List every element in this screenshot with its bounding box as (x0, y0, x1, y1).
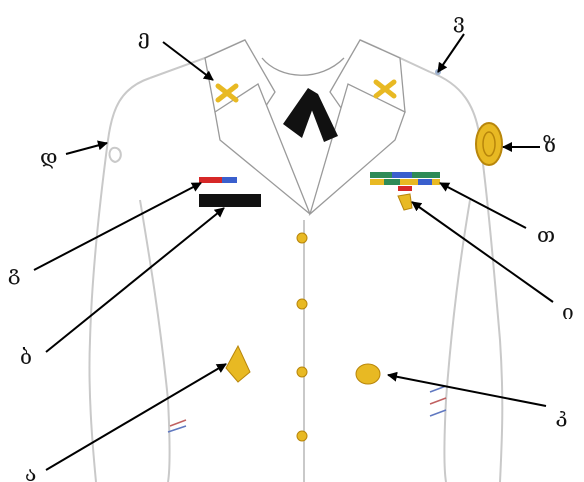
label-left-pocket: ა (25, 462, 36, 482)
label-top-left: ე (138, 25, 150, 49)
arrow-right-ribbons (439, 182, 527, 229)
arrow-left-pocket (45, 363, 227, 471)
label-top-right: ვ (453, 9, 465, 33)
left-sleeve-button (108, 146, 122, 164)
arrow-top-left (162, 41, 214, 81)
arrow-right-pocket (387, 371, 547, 407)
right-collar-insignia (373, 79, 397, 99)
sleeve-stripes (167, 385, 447, 433)
label-left-ribbon: გ (8, 261, 20, 285)
left-pocket-badge (225, 344, 251, 383)
arrow-right-badge (411, 201, 554, 303)
label-right-sleeve: ზ (543, 133, 556, 157)
arrow-top-right (437, 33, 465, 73)
front-buttons (296, 232, 308, 442)
label-right-pocket: კ (556, 403, 567, 427)
left-collar-insignia (215, 83, 239, 103)
arrow-left-nameplate (45, 207, 225, 353)
arrow-left-sleeve (65, 140, 108, 155)
label-right-ribbons: თ (537, 223, 555, 247)
breast-badge (397, 193, 413, 211)
left-ribbon (199, 177, 237, 183)
right-pocket-badge (355, 363, 381, 385)
label-left-nameplate: ბ (20, 345, 32, 369)
ribbon-bars (370, 172, 440, 191)
collar (204, 39, 406, 216)
label-left-sleeve: დ (40, 145, 58, 169)
shoulder-patch (475, 122, 503, 166)
pointer-arrows (33, 33, 554, 471)
nameplate (199, 194, 261, 207)
label-right-badge: ი (562, 300, 574, 324)
arrow-left-ribbon (33, 182, 202, 271)
jacket-outline (88, 39, 504, 482)
tie (283, 88, 338, 142)
